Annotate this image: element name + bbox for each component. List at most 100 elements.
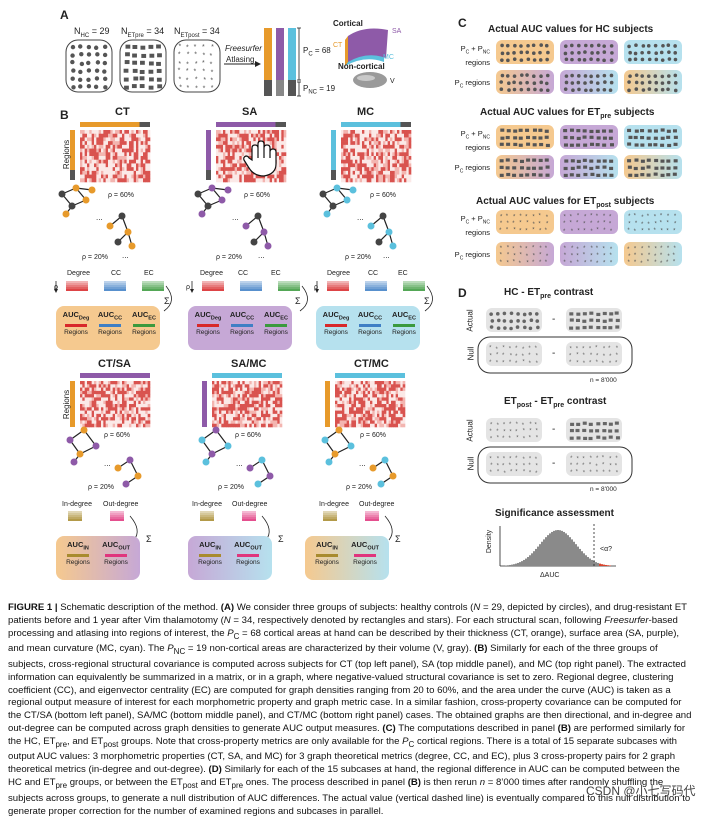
rho60-ctmc: ρ = 60% — [360, 432, 386, 439]
figure-caption: FIGURE 1 | Schematic description of the … — [8, 602, 692, 817]
svg-text:*: * — [536, 429, 539, 435]
cc-label-ct: CC — [111, 270, 122, 277]
svg-text:*: * — [512, 246, 515, 252]
svg-text:...: ... — [383, 251, 390, 260]
rho20-ct: ρ = 20% — [82, 254, 108, 261]
svg-text:*: * — [577, 229, 580, 235]
svg-text:*: * — [610, 247, 613, 253]
svg-text:*: * — [529, 457, 532, 463]
svg-text:*: * — [507, 246, 510, 252]
svg-text:*: * — [569, 347, 572, 353]
svg-text:*: * — [539, 253, 542, 259]
pnc-label: PNC = 19 — [303, 84, 336, 96]
svg-text:*: * — [545, 260, 548, 266]
svg-text:*: * — [496, 361, 499, 367]
svg-text:*: * — [673, 253, 676, 259]
svg-text:*: * — [590, 253, 593, 259]
svg-text:*: * — [503, 456, 506, 462]
svg-text:*: * — [536, 361, 539, 367]
svg-text:*: * — [515, 470, 518, 476]
svg-text:*: * — [627, 228, 630, 234]
minus-2: - — [552, 348, 556, 359]
svg-text:...: ... — [232, 213, 239, 222]
c-row-label: PC regions — [454, 78, 490, 90]
svg-text:*: * — [609, 456, 612, 462]
svg-text:*: * — [640, 261, 643, 267]
svg-text:*: * — [661, 228, 664, 234]
svg-text:*: * — [522, 354, 525, 360]
svg-text:...: ... — [359, 459, 366, 468]
minus-1: - — [552, 314, 556, 325]
degree-label-ct: Degree — [67, 270, 90, 277]
svg-text:*: * — [529, 436, 532, 442]
indegree-label-samc: In-degree — [192, 501, 222, 508]
svg-text:*: * — [194, 69, 197, 76]
svg-text:*: * — [526, 254, 529, 260]
svg-text:*: * — [602, 456, 605, 462]
svg-text:*: * — [515, 430, 518, 436]
svg-text:*: * — [526, 221, 529, 227]
minus-3: - — [552, 424, 556, 435]
svg-text:*: * — [603, 221, 606, 227]
svg-text:*: * — [641, 215, 644, 221]
svg-text:*: * — [489, 360, 492, 366]
rho20-mc: ρ = 20% — [345, 254, 371, 261]
freesurfer-label: Freesurfer — [225, 44, 262, 53]
svg-text:*: * — [635, 221, 638, 227]
svg-text:...: ... — [122, 251, 129, 260]
svg-text:*: * — [641, 229, 644, 235]
c-row-label: PC regions — [454, 250, 490, 262]
mc-title: MC — [357, 106, 375, 118]
svg-text:*: * — [603, 260, 606, 266]
svg-text:*: * — [628, 222, 631, 228]
sa-label: SA — [392, 28, 402, 35]
svg-text:*: * — [660, 253, 663, 259]
delta-auc-axis: ΔAUC — [540, 572, 560, 579]
svg-text:*: * — [523, 457, 526, 463]
svg-text:*: * — [546, 221, 549, 227]
svg-text:*: * — [563, 221, 566, 227]
svg-text:...: ... — [357, 213, 364, 222]
svg-text:*: * — [520, 246, 523, 252]
svg-text:*: * — [545, 246, 548, 252]
sigma-ctmc: Σ — [395, 534, 401, 544]
panel-a-label: A — [60, 8, 69, 22]
svg-text:*: * — [582, 463, 585, 469]
svg-text:*: * — [610, 253, 613, 259]
svg-text:*: * — [489, 429, 492, 435]
svg-text:*: * — [519, 228, 522, 234]
svg-text:*: * — [500, 221, 503, 227]
svg-text:*: * — [596, 456, 599, 462]
svg-text:*: * — [509, 360, 512, 366]
svg-text:*: * — [500, 246, 503, 252]
svg-text:*: * — [194, 52, 197, 59]
c-title-hc: Actual AUC values for HC subjects — [488, 24, 654, 35]
svg-text:*: * — [583, 228, 586, 234]
outdegree-label-samc: Out-degree — [232, 501, 268, 508]
svg-text:*: * — [615, 463, 618, 469]
svg-text:*: * — [610, 229, 613, 235]
svg-text:*: * — [529, 422, 532, 428]
degree-label-mc: Degree — [327, 270, 350, 277]
svg-text:*: * — [616, 346, 619, 352]
svg-text:*: * — [576, 353, 579, 359]
svg-text:*: * — [513, 260, 516, 266]
svg-text:*: * — [589, 346, 592, 352]
svg-text:*: * — [596, 228, 599, 234]
svg-text:*: * — [634, 214, 637, 220]
svg-text:*: * — [513, 214, 516, 220]
svg-text:*: * — [667, 214, 670, 220]
svg-text:*: * — [525, 247, 528, 253]
svg-text:*: * — [596, 253, 599, 259]
svg-text:*: * — [603, 246, 606, 252]
svg-text:*: * — [654, 254, 657, 260]
null-label-1: Null — [466, 346, 476, 361]
svg-text:*: * — [515, 463, 518, 469]
alpha-label: <α? — [600, 546, 613, 553]
rho60-samc: ρ = 60% — [235, 432, 261, 439]
